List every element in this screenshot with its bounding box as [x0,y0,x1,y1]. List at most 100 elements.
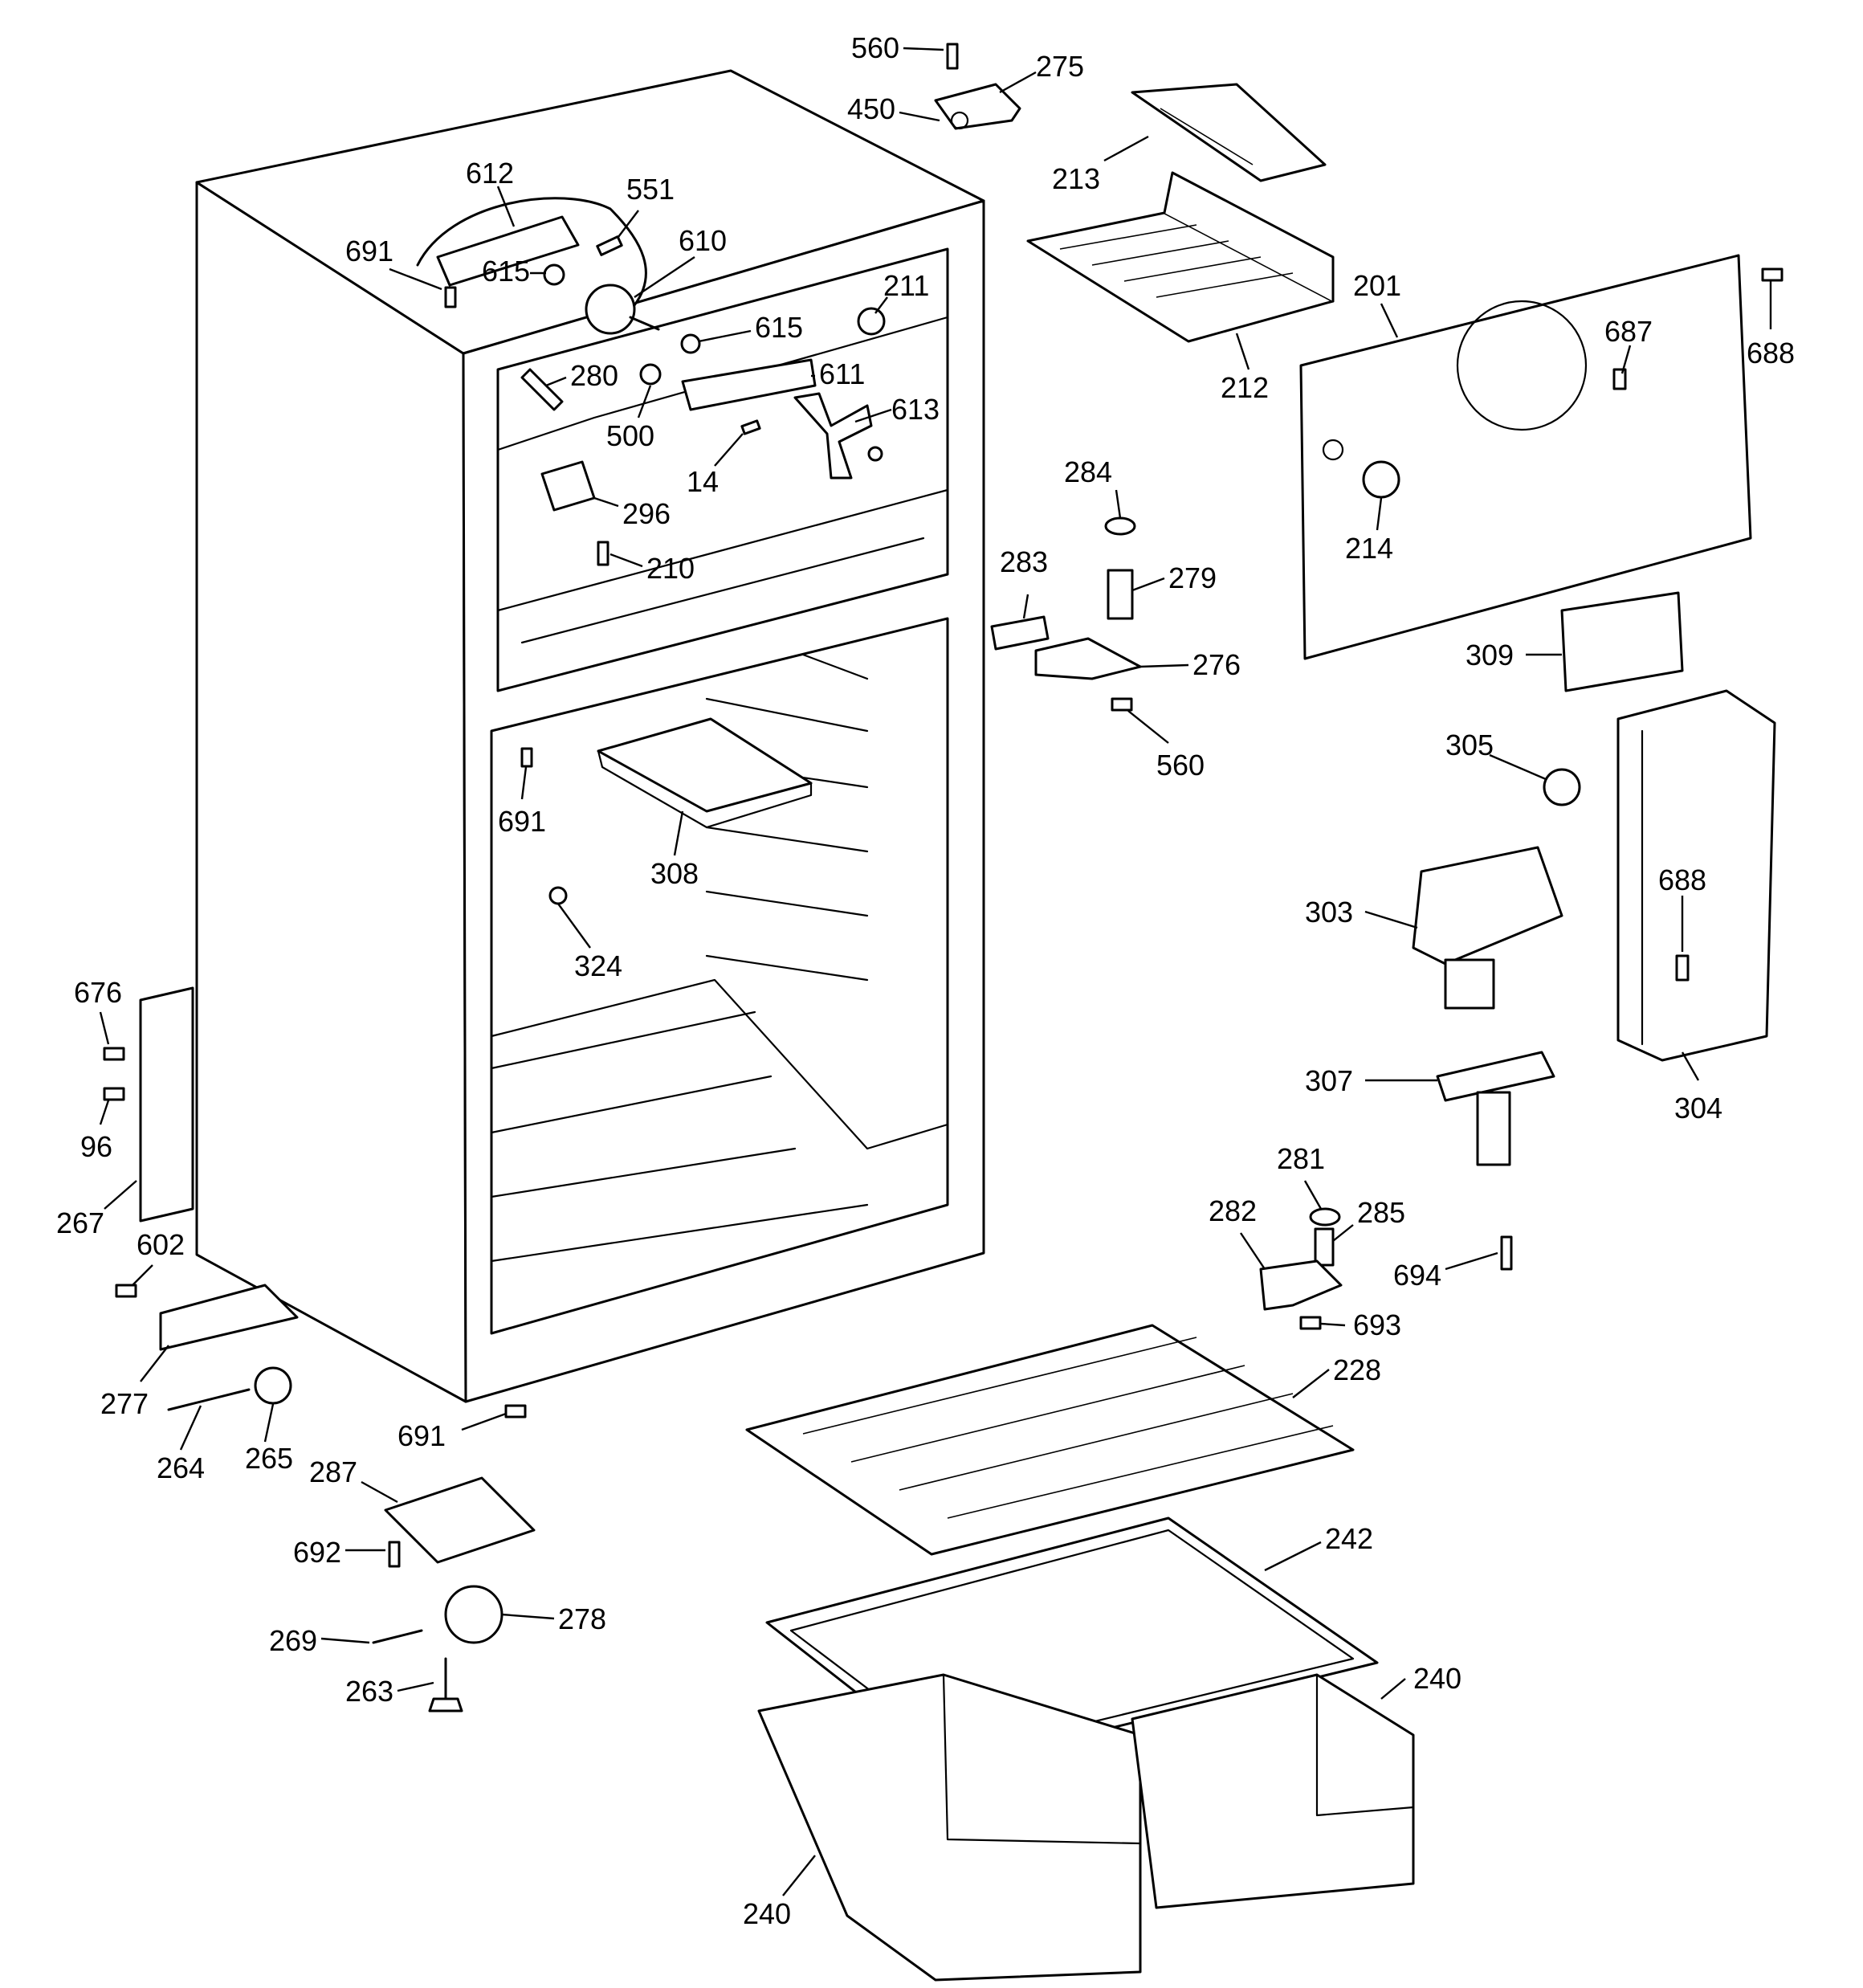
callout-691-bottom: 691 [397,1419,446,1452]
callout-282: 282 [1209,1194,1257,1227]
mount-211 [857,307,886,336]
leader-560-mid [1127,710,1169,744]
screw-691-top [444,286,457,308]
leader-212 [1235,333,1250,370]
callout-613: 613 [891,393,940,426]
screw-560-top [946,43,959,70]
leader-612 [496,186,516,227]
callout-602: 602 [137,1228,185,1261]
hinge-276 [1034,637,1142,680]
leader-694 [1445,1251,1498,1271]
screw-602 [115,1284,137,1298]
screw-693 [1299,1316,1322,1330]
right-middle-parts [990,516,1776,1166]
callout-275: 275 [1036,50,1084,83]
callout-287: 287 [309,1455,357,1488]
plug-324 [548,886,568,905]
leader-283 [1022,594,1029,619]
callout-308: 308 [650,857,699,890]
crisper-drawer-240-left [757,1673,1142,1982]
leader-324 [557,903,591,949]
callout-450: 450 [847,92,895,125]
callout-309: 309 [1466,639,1514,672]
leader-304 [1681,1051,1700,1081]
screw-688-top [1761,267,1784,282]
rack-212-bar-3 [1123,256,1262,282]
callout-694: 694 [1393,1259,1441,1292]
screw-688-mid [1675,954,1690,982]
shelf-308-lip [597,749,813,829]
callout-228: 228 [1333,1353,1381,1386]
callout-265: 265 [245,1442,293,1475]
fresh-food-interior-parts [520,717,813,905]
callout-labels: 560 275 450 213 612 551 610 691 615 211 … [56,31,1795,1930]
callout-96: 96 [80,1130,112,1163]
leader-201 [1380,303,1399,338]
callout-214: 214 [1345,532,1393,565]
callout-14: 14 [687,465,719,498]
leader-279 [1131,577,1165,592]
leader-276 [1139,663,1189,668]
leader-228 [1292,1369,1330,1398]
control-housing-304 [1616,689,1776,1062]
rear-panel-201 [1299,254,1752,660]
callout-692: 692 [293,1536,341,1569]
fan-blade-613 [793,392,873,480]
washer-284 [1104,516,1136,536]
callout-201: 201 [1353,269,1401,302]
freezer-liner-edge [496,316,949,451]
leader-287 [361,1480,398,1504]
pin-285 [1314,1227,1335,1267]
bracket-287 [384,1476,536,1564]
leader-267 [104,1180,137,1210]
callout-500: 500 [606,419,654,452]
leader-14 [714,433,744,467]
grommet-615 [543,263,565,286]
screw-560-mid [1111,697,1133,712]
left-bottom-parts [103,986,536,1712]
leader-96 [99,1100,110,1125]
leader-450 [899,111,940,122]
callout-277: 277 [100,1387,149,1420]
shim-283 [990,615,1050,651]
callout-611: 611 [819,357,865,390]
callout-240-right: 240 [1413,1662,1461,1695]
hinge-pin-279 [1107,569,1134,620]
crisper-step-2 [490,1075,773,1134]
dispenser-303 [1412,846,1563,965]
actuator-307 [1436,1051,1555,1102]
callout-688-top: 688 [1747,337,1795,369]
rack-212-bar-2 [1091,240,1229,266]
bracket-612 [436,215,580,287]
pin-269 [372,1629,423,1644]
leader-613 [854,408,892,423]
callout-324: 324 [574,949,622,982]
wire-shelf-228-bar-1 [802,1337,1197,1435]
bushing-500 [639,363,662,386]
screw-14 [740,419,761,435]
washer-281 [1309,1207,1341,1227]
callout-210: 210 [646,552,695,585]
leader-264 [179,1405,202,1451]
callout-688-mid: 688 [1658,863,1706,896]
duct-280 [520,368,564,411]
callout-278: 278 [558,1602,606,1635]
wire-shelf-228-bar-4 [947,1425,1334,1519]
wire-shelf-228-bar-2 [850,1365,1245,1463]
leader-275 [999,71,1037,94]
leader-213 [1103,135,1149,162]
leader-691-top [389,267,442,291]
leader-240-right [1380,1678,1406,1700]
leader-284 [1115,489,1122,519]
crisper-step-1 [490,1010,756,1070]
callout-551: 551 [626,173,675,206]
wheel-278 [444,1585,503,1644]
top-right-parts [934,43,1784,692]
leader-210 [609,553,643,568]
leader-263 [397,1681,434,1692]
nut-613 [867,446,883,462]
callout-676: 676 [74,976,122,1009]
callout-687: 687 [1604,315,1653,348]
callout-213: 213 [1052,162,1100,195]
callout-276: 276 [1192,648,1241,681]
